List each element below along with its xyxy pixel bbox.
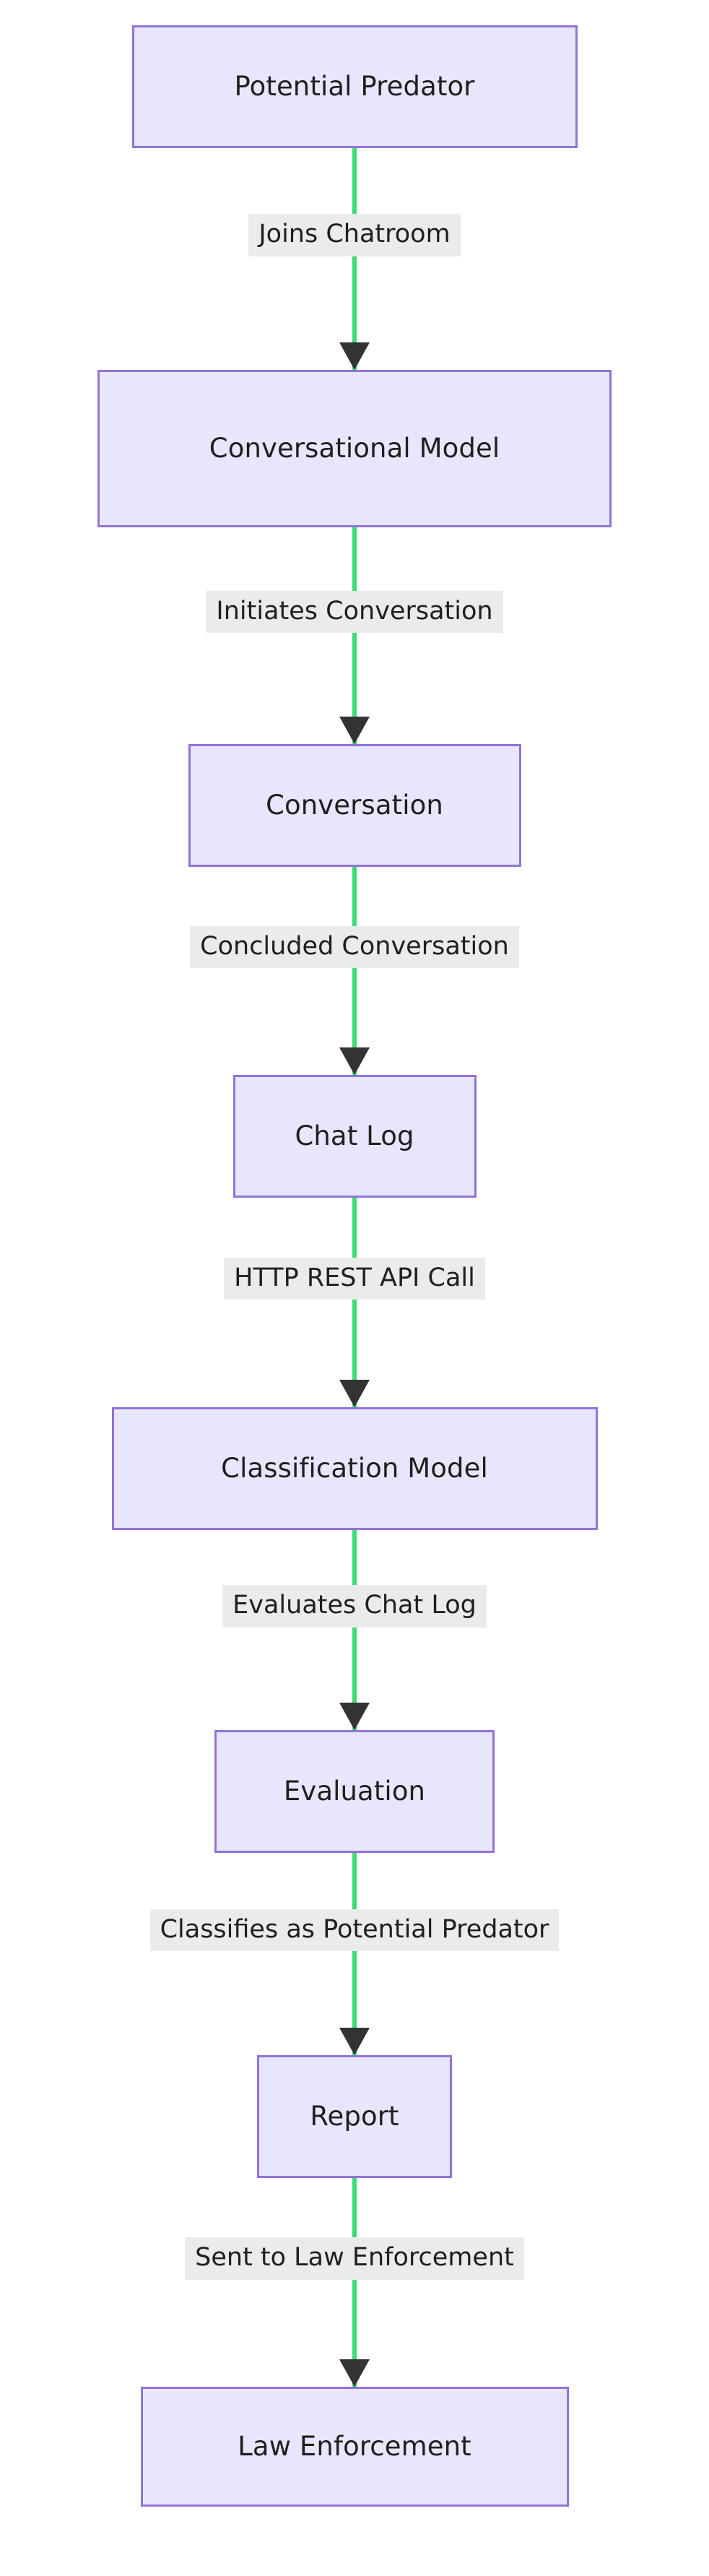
flow-node-report[interactable]: Report: [257, 2055, 452, 2178]
flow-node-label: Potential Predator: [234, 70, 475, 102]
flow-node-label: Chat Log: [295, 1120, 414, 1151]
flow-edge-conversational-model-to-conversation: Initiates Conversation: [0, 527, 709, 744]
flow-edge-potential-predator-to-conversational-model: Joins Chatroom: [0, 148, 709, 370]
flow-edge-label: Evaluates Chat Log: [222, 1585, 487, 1628]
flow-edge-label: HTTP REST API Call: [224, 1257, 485, 1300]
flow-node-label: Conversation: [266, 789, 443, 821]
flow-edge-label: Classifies as Potential Predator: [149, 1909, 560, 1952]
arrow-down-icon: [339, 1380, 370, 1407]
flow-edge-label: Initiates Conversation: [206, 590, 503, 634]
flow-node-conversation[interactable]: Conversation: [188, 744, 521, 867]
flow-edge-evaluation-to-report: Classifies as Potential Predator: [0, 1853, 709, 2055]
flow-edge-classification-model-to-evaluation: Evaluates Chat Log: [0, 1530, 709, 1730]
flow-node-chat-log[interactable]: Chat Log: [232, 1075, 477, 1198]
flow-node-law-enforcement[interactable]: Law Enforcement: [140, 2387, 569, 2507]
flow-node-evaluation[interactable]: Evaluation: [214, 1730, 495, 1853]
flow-node-potential-predator[interactable]: Potential Predator: [131, 25, 578, 148]
flow-node-label: Evaluation: [283, 1775, 426, 1807]
flow-node-label: Report: [310, 2100, 399, 2132]
arrow-down-icon: [339, 2359, 370, 2387]
arrow-down-icon: [339, 2028, 370, 2055]
flow-edge-chat-log-to-classification-model: HTTP REST API Call: [0, 1198, 709, 1407]
arrow-down-icon: [339, 342, 370, 370]
arrow-down-icon: [339, 1703, 370, 1730]
flow-node-label: Classification Model: [221, 1452, 488, 1484]
arrow-down-icon: [339, 1047, 370, 1075]
flowchart-flow-column: Potential Predator Joins Chatroom Conver…: [0, 25, 709, 2507]
flow-edge-label: Sent to Law Enforcement: [185, 2237, 524, 2280]
flow-node-label: Law Enforcement: [238, 2430, 471, 2462]
flow-node-conversational-model[interactable]: Conversational Model: [97, 370, 612, 527]
flow-node-classification-model[interactable]: Classification Model: [111, 1407, 598, 1530]
flow-edge-label: Concluded Conversation: [190, 925, 519, 969]
flow-node-label: Conversational Model: [209, 432, 500, 464]
flow-edge-label: Joins Chatroom: [248, 214, 461, 256]
flow-edge-conversation-to-chat-log: Concluded Conversation: [0, 867, 709, 1075]
arrow-down-icon: [339, 717, 370, 744]
flow-edge-report-to-law-enforcement: Sent to Law Enforcement: [0, 2178, 709, 2387]
